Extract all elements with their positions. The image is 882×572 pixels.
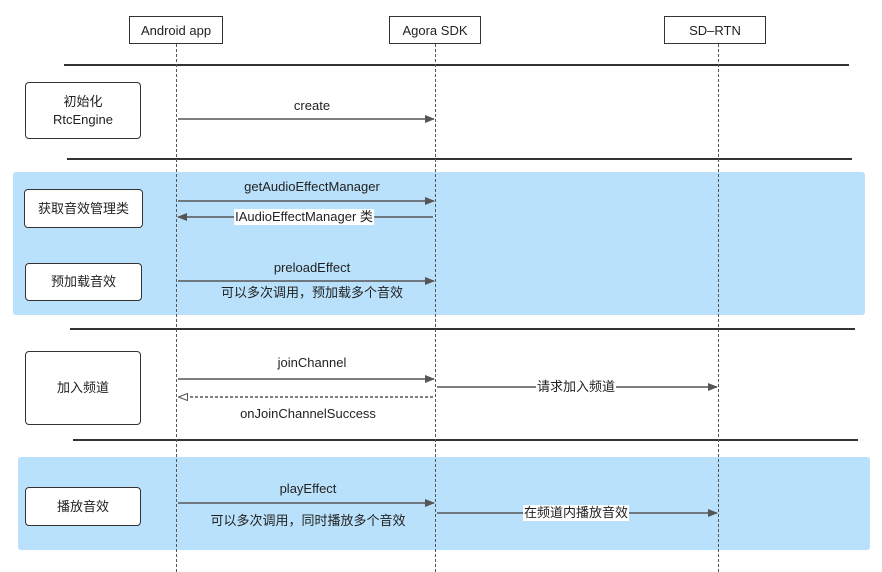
message-label-play-effect: playEffect (279, 481, 337, 496)
message-label-create: create (293, 98, 331, 113)
message-label-request-join: 请求加入频道 (535, 379, 617, 395)
section-divider (70, 328, 855, 330)
step-play-effect: 播放音效 (25, 487, 141, 526)
section-divider (64, 64, 849, 66)
lifeline-agora-sdk (435, 44, 436, 572)
participant-agora-sdk: Agora SDK (389, 16, 481, 44)
step-label-line: 获取音效管理类 (37, 200, 129, 216)
step-label-line: 播放音效 (56, 498, 109, 514)
message-label-play-in-channel: 在频道内播放音效 (522, 505, 630, 521)
step-get-audio-effect-manager: 获取音效管理类 (24, 189, 143, 228)
step-init-rtcengine: 初始化 RtcEngine (25, 82, 141, 139)
step-label-line: 预加载音效 (50, 274, 116, 289)
step-label-line: 初始化 (63, 93, 103, 109)
note-preload-multiple: 可以多次调用，预加载多个音效 (220, 285, 404, 300)
section-band-audio-manager (13, 172, 865, 315)
message-label-get-audio-effect-manager: getAudioEffectManager (244, 179, 380, 194)
note-play-multiple: 可以多次调用，同时播放多个音效 (210, 513, 406, 528)
participant-android-app: Android app (129, 16, 223, 44)
section-divider (73, 439, 858, 441)
message-label-preload-effect: preloadEffect (273, 260, 351, 275)
step-preload-effect: 预加载音效 (25, 263, 142, 301)
step-label-line: RtcEngine (53, 111, 113, 127)
lifeline-sd-rtn (718, 44, 719, 572)
lifeline-android-app (176, 44, 177, 572)
section-divider (67, 158, 852, 160)
message-label-on-join-channel-success: onJoinChannelSuccess (240, 406, 376, 421)
step-join-channel: 加入频道 (25, 351, 141, 425)
step-label-line: 加入频道 (56, 380, 109, 395)
message-label-iaudioeffectmanager: IAudioEffectManager 类 (234, 209, 374, 225)
participant-sd-rtn: SD–RTN (664, 16, 766, 44)
message-label-join-channel: joinChannel (277, 355, 347, 370)
section-band-play-effect (18, 457, 870, 550)
